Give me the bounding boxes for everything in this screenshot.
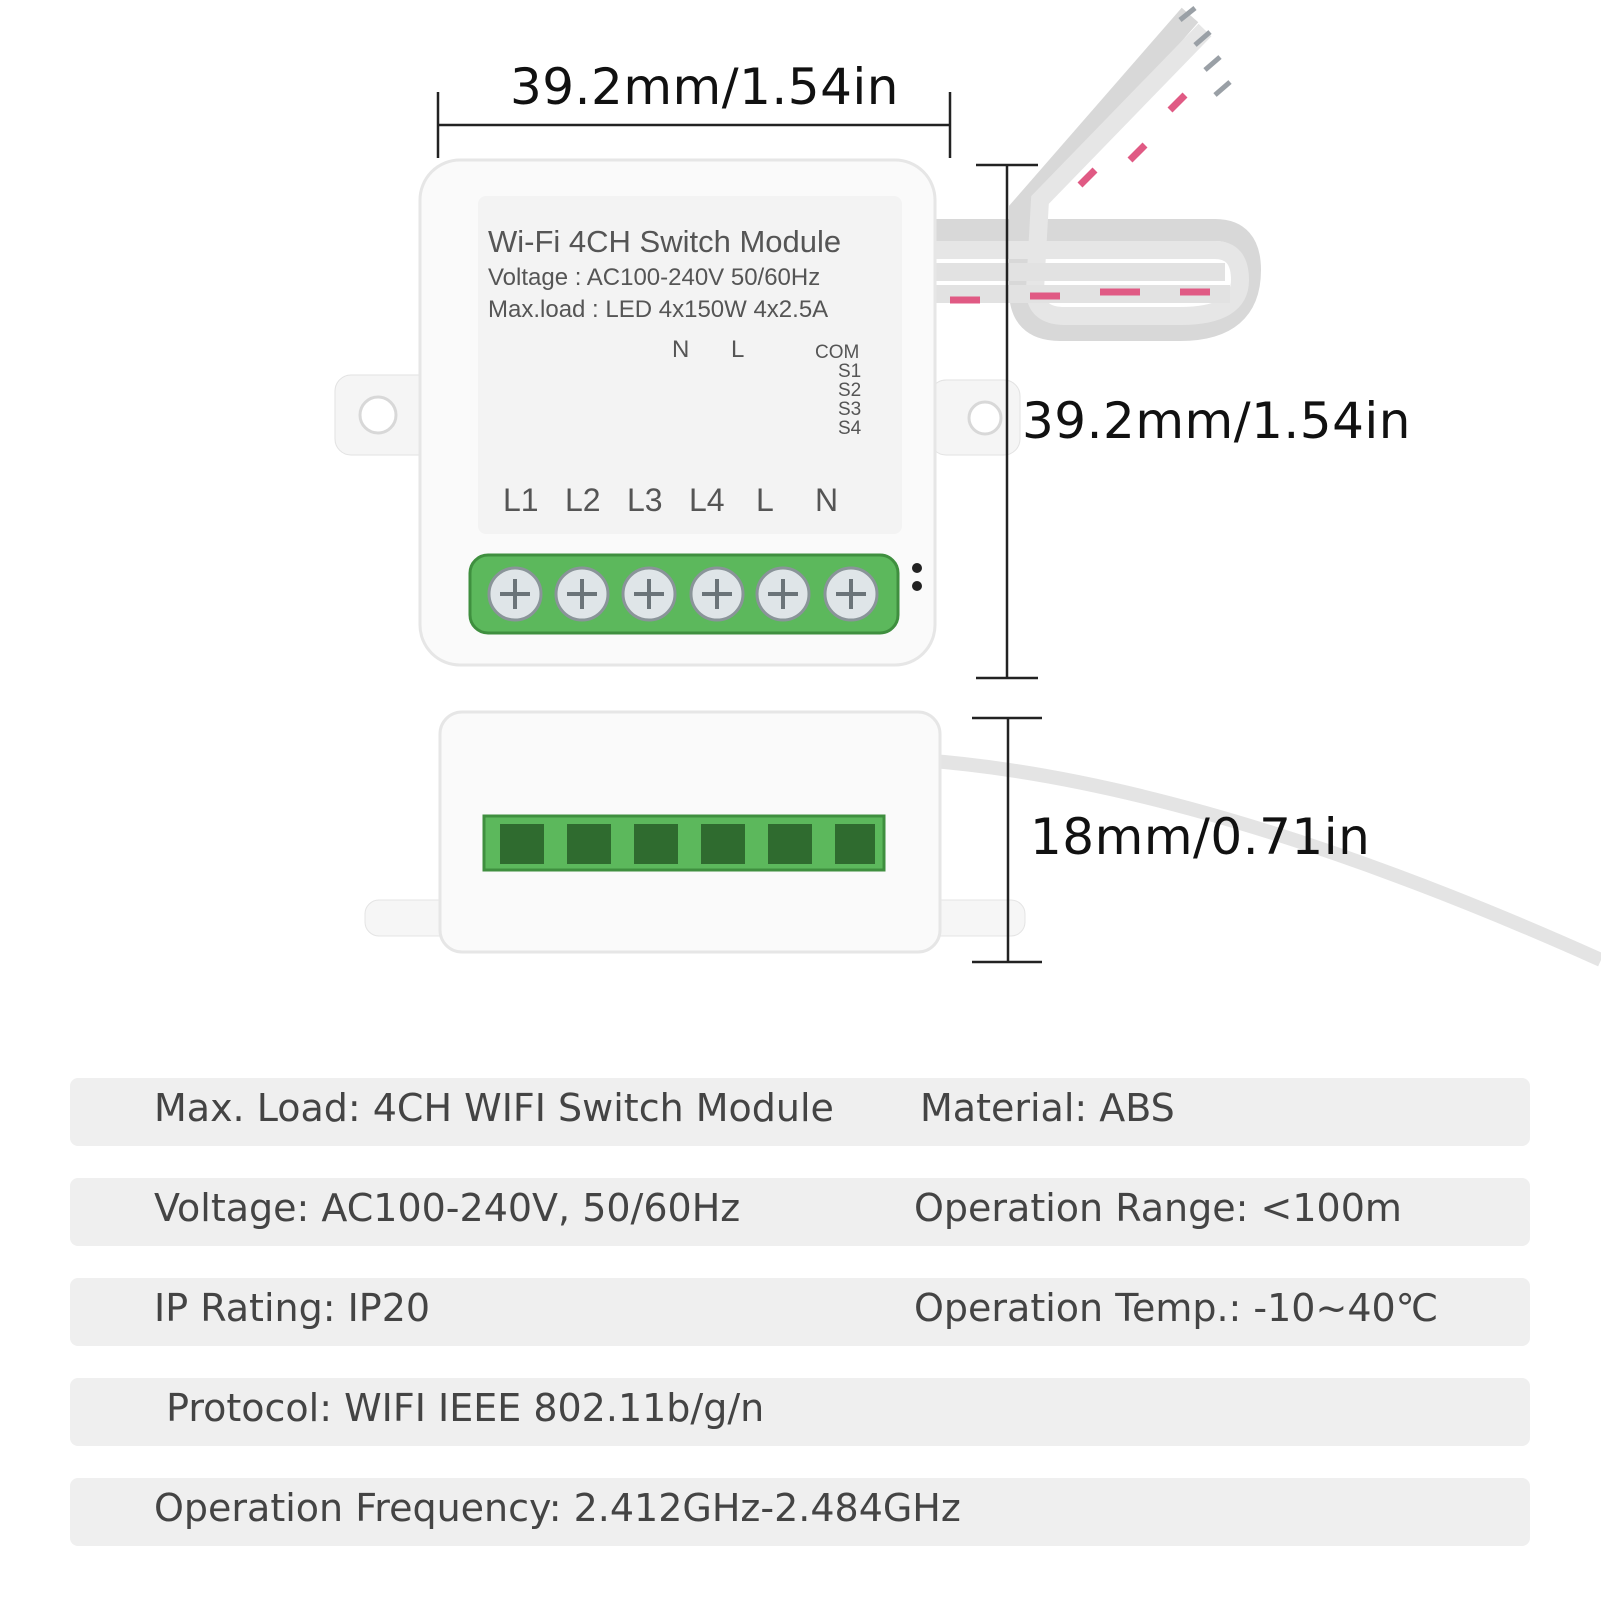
top-terminal-label: L xyxy=(731,336,745,363)
switch-pin-label: COM xyxy=(815,342,860,363)
spec-left: Max. Load: 4CH WIFI Switch Module xyxy=(154,1086,834,1130)
device-title: Wi-Fi 4CH Switch Module xyxy=(488,224,842,259)
height-dimension: 39.2mm/1.54in xyxy=(1022,392,1411,450)
spec-row: Protocol: WIFI IEEE 802.11b/g/n xyxy=(70,1378,1530,1446)
wire-bundle xyxy=(935,6,1262,341)
spec-left: Voltage: AC100-240V, 50/60Hz xyxy=(154,1186,741,1230)
spec-right: Operation Range: <100m xyxy=(914,1186,1402,1230)
spec-row: Operation Frequency: 2.412GHz-2.484GHz xyxy=(70,1478,1530,1546)
terminal-label: L4 xyxy=(689,482,725,518)
dimension-lines xyxy=(436,92,1042,964)
spec-row: IP Rating: IP20 Operation Temp.: -10~40℃ xyxy=(70,1278,1530,1346)
switch-pin-label: S3 xyxy=(838,399,862,420)
spec-left: Protocol: WIFI IEEE 802.11b/g/n xyxy=(154,1386,765,1430)
spec-left: Operation Frequency: 2.412GHz-2.484GHz xyxy=(154,1486,961,1530)
width-dimension: 39.2mm/1.54in xyxy=(510,58,899,116)
top-terminal-label: N xyxy=(672,336,690,363)
terminal-label: L1 xyxy=(503,482,539,518)
switch-pin-label: S4 xyxy=(838,418,862,439)
spec-row: Max. Load: 4CH WIFI Switch Module Materi… xyxy=(70,1078,1530,1146)
switch-pin-label: S1 xyxy=(838,361,862,382)
spec-right: Operation Temp.: -10~40℃ xyxy=(914,1286,1439,1330)
terminal-label: L3 xyxy=(627,482,663,518)
spec-row: Voltage: AC100-240V, 50/60Hz Operation R… xyxy=(70,1178,1530,1246)
terminal-label: L xyxy=(756,482,774,518)
switch-pin-label: S2 xyxy=(838,380,862,401)
terminal-label: L2 xyxy=(565,482,601,518)
device-label: Wi-Fi 4CH Switch Module Voltage : AC100-… xyxy=(478,196,902,534)
terminal-label: N xyxy=(815,482,839,518)
module-side-view xyxy=(364,710,1601,967)
device-voltage: Voltage : AC100-240V 50/60Hz xyxy=(488,264,821,291)
spec-right: Material: ABS xyxy=(920,1086,1175,1130)
spec-left: IP Rating: IP20 xyxy=(154,1286,431,1330)
depth-dimension: 18mm/0.71in xyxy=(1030,808,1371,866)
device-max-load: Max.load : LED 4x150W 4x2.5A xyxy=(488,296,829,323)
product-figure: CE xyxy=(334,6,1601,967)
